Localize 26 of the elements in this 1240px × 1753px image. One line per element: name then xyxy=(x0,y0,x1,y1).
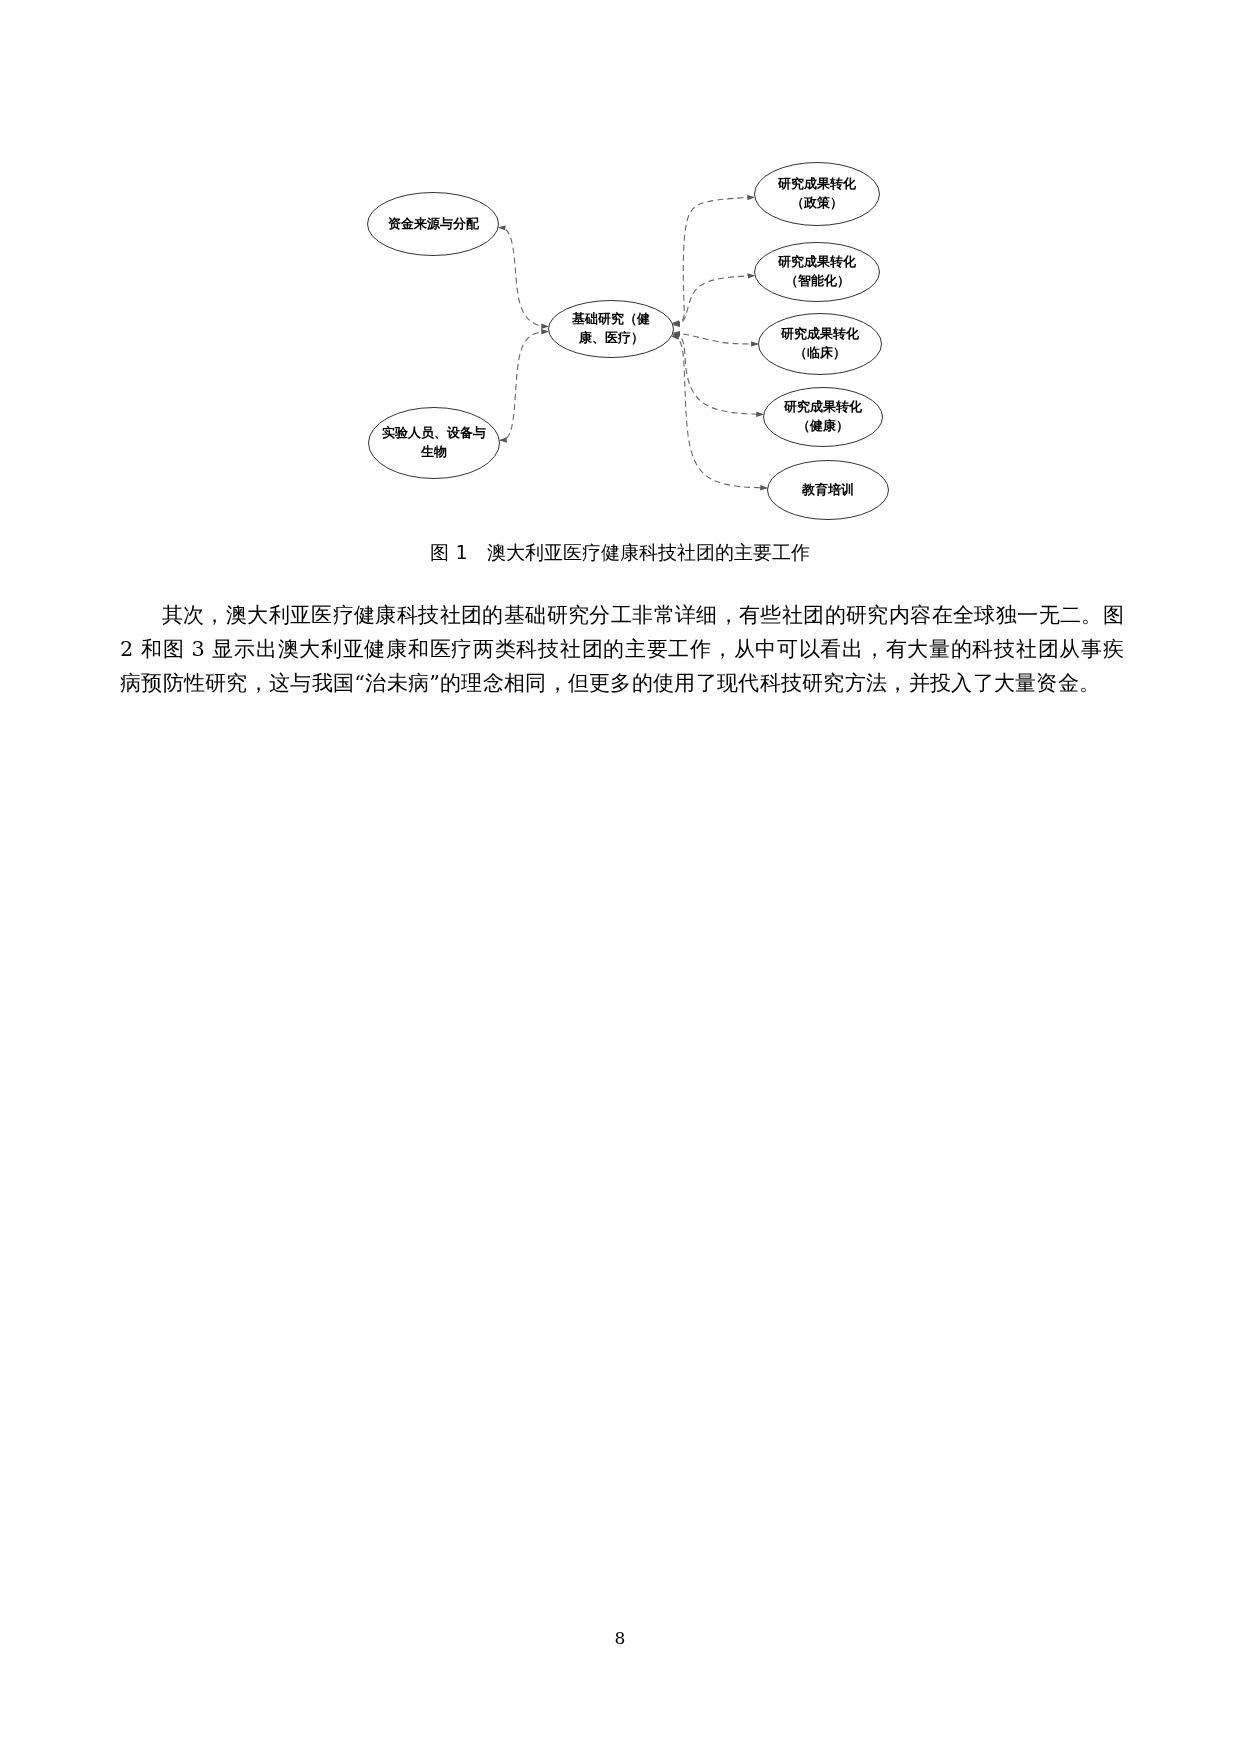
node-label: 基础研究（健康、医疗） xyxy=(571,310,651,347)
ellipse-node xyxy=(754,162,880,226)
ellipse-node xyxy=(548,300,674,358)
dashed-arrow xyxy=(672,332,764,417)
ellipse-node xyxy=(368,407,500,479)
node-label: 研究成果转化（健康） xyxy=(783,398,863,435)
body-paragraph: 其次，澳大利亚医疗健康科技社团的基础研究分工非常详细，有些社团的研究内容在全球独一无二。图 2 和图 3 显示出澳大利亚健康和医疗两类科技社团的主要工作，从中可以看出，有大量的科技社团从事疾病预防性研究，这与我国“治未病”的理念相同，但更多的使用了现代科技研究方法，并投入了大量资金。 xyxy=(120,602,1124,697)
node-label: 研究成果转化（临床） xyxy=(780,325,860,362)
dashed-arrow xyxy=(672,194,756,326)
node-label: 实验人员、设备与生物 xyxy=(381,424,487,461)
dashed-arrow xyxy=(672,273,756,328)
figure-caption: 图 1 澳大利亚医疗健康科技社团的主要工作 xyxy=(429,540,811,565)
dashed-arrow xyxy=(497,225,549,329)
ellipse-node xyxy=(763,387,883,447)
ellipse-node xyxy=(767,460,889,520)
dashed-arrow xyxy=(672,330,759,347)
dashed-arrow xyxy=(499,329,549,443)
ellipse-node xyxy=(758,313,882,375)
ellipse-node xyxy=(367,192,499,256)
node-label: 教育培训 xyxy=(801,480,855,499)
node-label: 资金来源与分配 xyxy=(386,214,480,233)
ellipse-node xyxy=(754,242,880,302)
page-number: 8 xyxy=(613,1628,627,1648)
dashed-arrow xyxy=(671,334,768,491)
node-label: 研究成果转化（政策） xyxy=(777,175,857,212)
node-label: 研究成果转化（智能化） xyxy=(777,253,857,290)
